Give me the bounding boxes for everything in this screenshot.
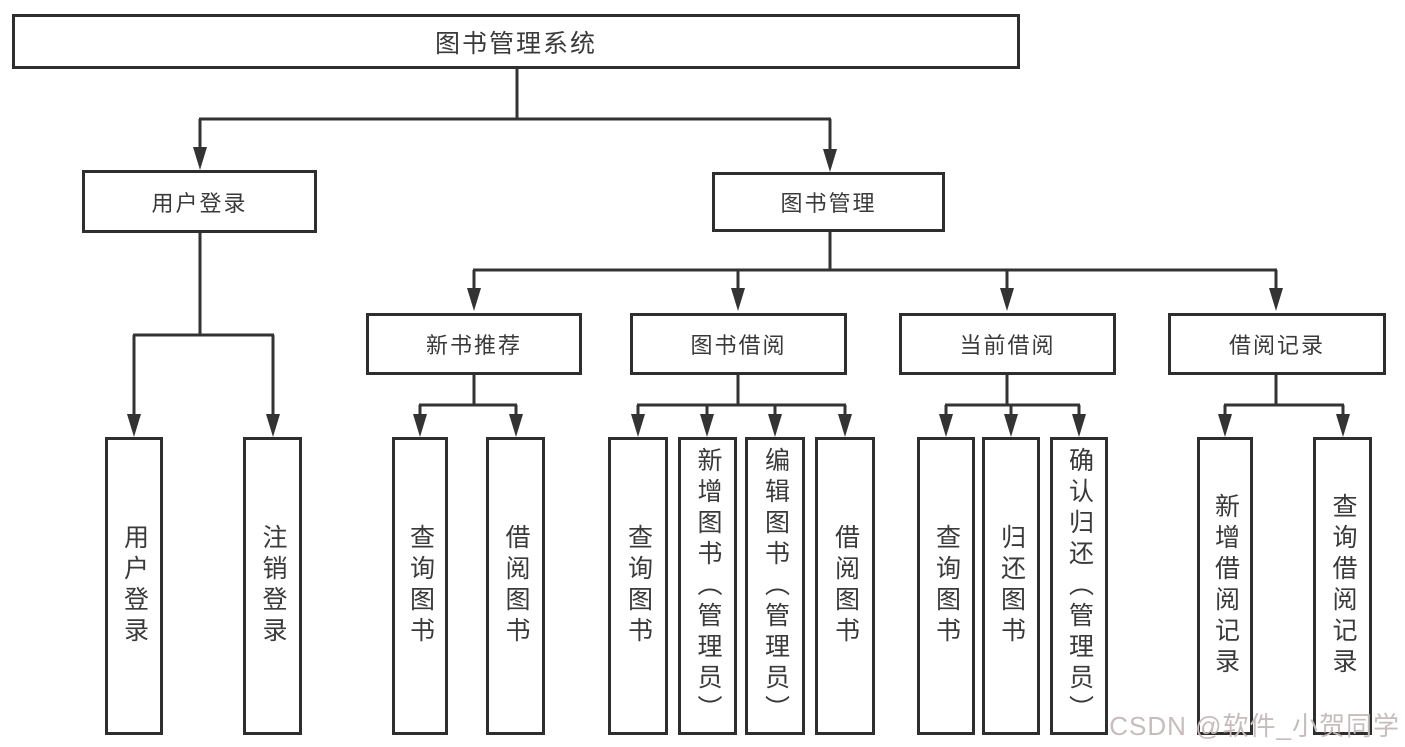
leaf-current-return-books: 归还图书 <box>982 437 1040 735</box>
node-root-system: 图书管理系统 <box>12 14 1020 69</box>
leaf-current-confirm-return-admin: 确认归还（管理员） <box>1050 437 1108 735</box>
leaf-record-add-record: 新增借阅记录 <box>1197 437 1253 735</box>
leaf-borrow-add-books-admin: 新增图书（管理员） <box>678 437 737 735</box>
node-current-borrow: 当前借阅 <box>899 313 1116 375</box>
node-book-borrow: 图书借阅 <box>630 313 847 375</box>
leaf-newbook-query-books: 查询图书 <box>392 437 448 735</box>
leaf-borrow-edit-books-admin: 编辑图书（管理员） <box>745 437 805 735</box>
node-new-book-recommend: 新书推荐 <box>366 313 582 375</box>
csdn-watermark: CSDN @软件_小贺同学 <box>1109 711 1400 741</box>
node-borrow-record: 借阅记录 <box>1168 313 1386 375</box>
leaf-user-login: 用户登录 <box>105 437 163 735</box>
leaf-current-query-books: 查询图书 <box>917 437 975 735</box>
leaf-record-query-record: 查询借阅记录 <box>1313 437 1372 735</box>
leaf-borrow-query-books: 查询图书 <box>608 437 668 735</box>
node-book-management: 图书管理 <box>712 172 945 232</box>
node-user-login: 用户登录 <box>82 170 317 233</box>
arrowheads <box>127 147 1350 437</box>
leaf-borrow-borrow-books: 借阅图书 <box>815 437 875 735</box>
leaf-logout: 注销登录 <box>243 437 302 735</box>
leaf-newbook-borrow-books: 借阅图书 <box>486 437 545 735</box>
